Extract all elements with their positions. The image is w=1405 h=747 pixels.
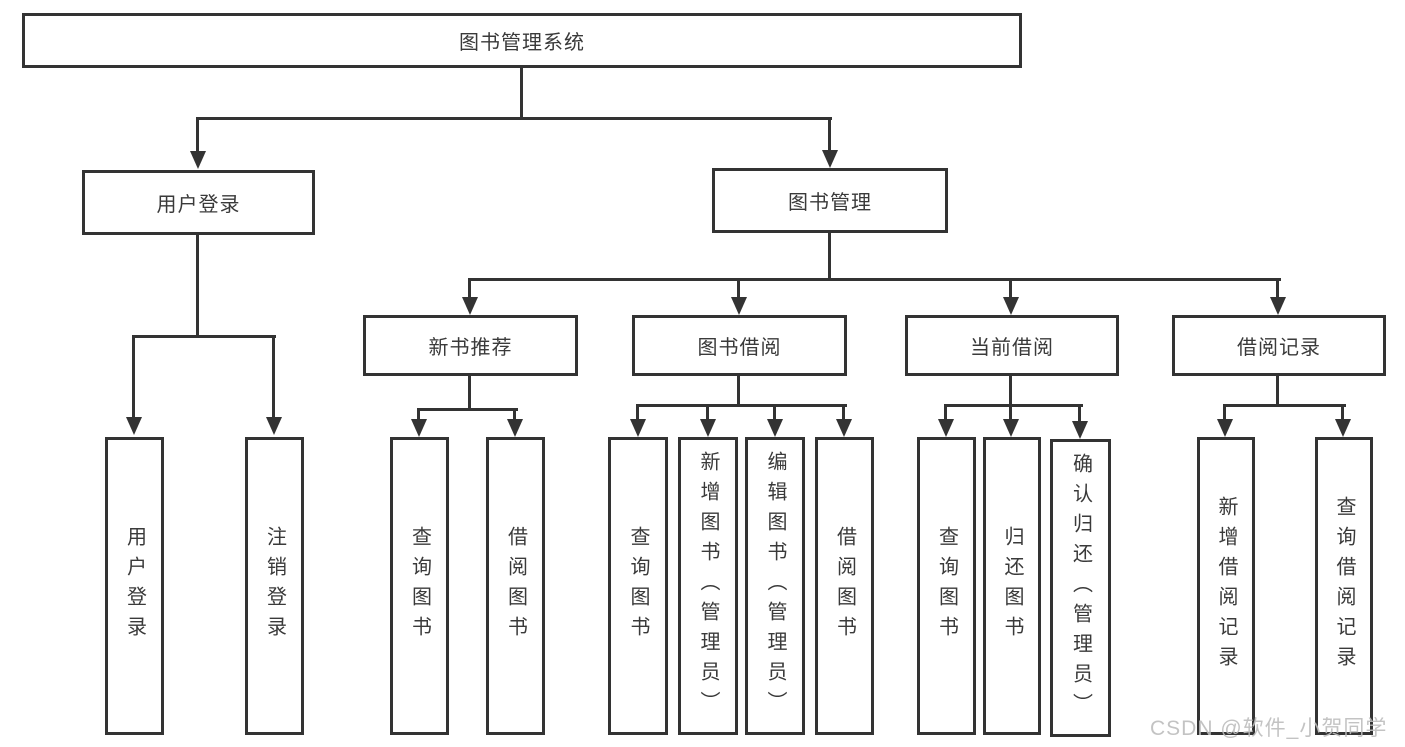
node-logout-leaf-label: 注销登录 <box>263 526 286 646</box>
arrowhead-icon <box>411 419 427 437</box>
connector-user-login-stem <box>196 234 199 337</box>
arrowhead-icon <box>1003 297 1019 315</box>
arrowhead-icon <box>1270 297 1286 315</box>
node-borrow-books-under-recommend-label: 借阅图书 <box>504 526 527 646</box>
node-book-management-label: 图书管理 <box>788 192 872 214</box>
connector-line <box>636 404 639 421</box>
node-root-label: 图书管理系统 <box>459 32 585 54</box>
node-new-book-recommend-label: 新书推荐 <box>428 337 513 359</box>
node-edit-books-admin-label: 编辑图书（管理员） <box>764 451 786 721</box>
node-book-management: 图书管理 <box>712 168 948 233</box>
connector-line <box>706 404 709 421</box>
node-add-borrow-record: 新增借阅记录 <box>1197 437 1255 735</box>
connector-borrow-stem <box>737 375 740 407</box>
arrowhead-icon <box>1217 419 1233 437</box>
node-query-books-under-current: 查询图书 <box>917 437 976 735</box>
node-borrow-books-under-borrow-label: 借阅图书 <box>833 526 856 646</box>
node-query-books-under-borrow: 查询图书 <box>608 437 668 735</box>
connector-line <box>1009 404 1012 421</box>
connector-line <box>944 404 947 421</box>
arrowhead-icon <box>767 419 783 437</box>
connector-line <box>132 335 135 419</box>
node-book-borrow: 图书借阅 <box>632 315 847 376</box>
connector-line <box>468 278 471 299</box>
node-user-login-label: 用户登录 <box>156 194 241 216</box>
node-borrow-records-label: 借阅记录 <box>1237 337 1321 359</box>
connector-line <box>737 278 740 299</box>
connector-root-stem <box>520 68 523 120</box>
arrowhead-icon <box>700 419 716 437</box>
node-borrow-records: 借阅记录 <box>1172 315 1386 376</box>
connector-line <box>196 117 199 153</box>
node-edit-books-admin: 编辑图书（管理员） <box>745 437 805 735</box>
node-confirm-return-admin: 确认归还（管理员） <box>1050 439 1111 737</box>
node-query-books-under-recommend: 查询图书 <box>390 437 449 735</box>
connector-line <box>513 408 516 421</box>
node-return-books: 归还图书 <box>983 437 1041 735</box>
connector-line <box>842 404 845 421</box>
connector-line <box>1223 404 1226 421</box>
node-logout-leaf: 注销登录 <box>245 437 304 735</box>
arrowhead-icon <box>822 150 838 168</box>
arrowhead-icon <box>1335 419 1351 437</box>
connector-book-management-rail <box>468 278 1281 281</box>
node-current-borrow-label: 当前借阅 <box>970 337 1054 359</box>
arrowhead-icon <box>1072 421 1088 439</box>
node-query-borrow-record: 查询借阅记录 <box>1315 437 1373 735</box>
node-book-borrow-label: 图书借阅 <box>697 337 782 359</box>
node-query-borrow-record-label: 查询借阅记录 <box>1333 496 1355 676</box>
node-confirm-return-admin-label: 确认归还（管理员） <box>1069 453 1092 723</box>
connector-line <box>773 404 776 421</box>
connector-user-login-rail <box>132 335 276 338</box>
connector-line <box>272 335 275 419</box>
connector-current-stem <box>1009 375 1012 407</box>
node-current-borrow: 当前借阅 <box>905 315 1119 376</box>
node-add-books-admin: 新增图书（管理员） <box>678 437 738 735</box>
arrowhead-icon <box>938 419 954 437</box>
node-add-books-admin-label: 新增图书（管理员） <box>697 451 719 721</box>
arrowhead-icon <box>836 419 852 437</box>
connector-records-stem <box>1276 375 1279 407</box>
connector-records-rail <box>1223 404 1346 407</box>
node-user-login: 用户登录 <box>82 170 315 235</box>
arrowhead-icon <box>507 419 523 437</box>
node-query-books-under-current-label: 查询图书 <box>935 526 958 646</box>
node-user-login-leaf-label: 用户登录 <box>123 526 146 646</box>
node-add-borrow-record-label: 新增借阅记录 <box>1215 496 1237 676</box>
connector-borrow-rail <box>636 404 847 407</box>
connector-current-rail <box>944 404 1083 407</box>
node-borrow-books-under-borrow: 借阅图书 <box>815 437 874 735</box>
node-borrow-books-under-recommend: 借阅图书 <box>486 437 545 735</box>
connector-root-rail <box>196 117 832 120</box>
connector-book-management-stem <box>828 233 831 281</box>
node-query-books-under-recommend-label: 查询图书 <box>408 526 431 646</box>
connector-line <box>1009 278 1012 299</box>
arrowhead-icon <box>266 417 282 435</box>
arrowhead-icon <box>1003 419 1019 437</box>
connector-line <box>417 408 420 421</box>
node-query-books-under-borrow-label: 查询图书 <box>627 526 649 646</box>
node-user-login-leaf: 用户登录 <box>105 437 164 735</box>
arrowhead-icon <box>462 297 478 315</box>
csdn-watermark: CSDN @软件_小贺同学 <box>1150 717 1388 740</box>
connector-line <box>1078 404 1081 421</box>
connector-line <box>828 117 831 153</box>
connector-line <box>1276 278 1279 299</box>
arrowhead-icon <box>126 417 142 435</box>
arrowhead-icon <box>190 151 206 169</box>
arrowhead-icon <box>630 419 646 437</box>
node-root: 图书管理系统 <box>22 13 1022 68</box>
connector-recommend-rail <box>417 408 518 411</box>
node-return-books-label: 归还图书 <box>1001 526 1023 646</box>
connector-recommend-stem <box>468 375 471 411</box>
node-new-book-recommend: 新书推荐 <box>363 315 578 376</box>
connector-line <box>1341 404 1344 421</box>
arrowhead-icon <box>731 297 747 315</box>
